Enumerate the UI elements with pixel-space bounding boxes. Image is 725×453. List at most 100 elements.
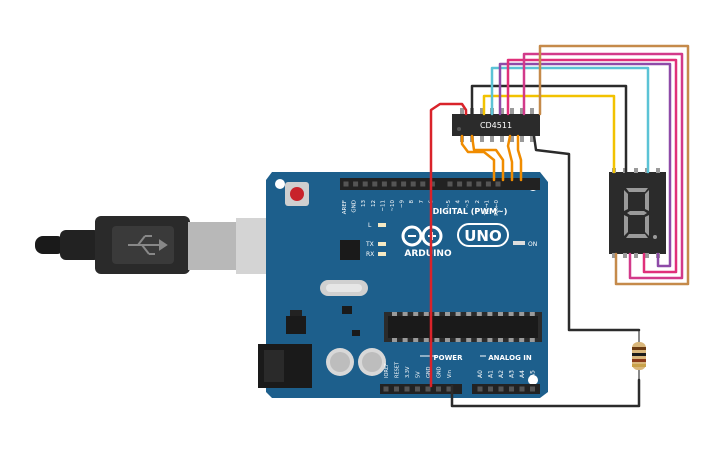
analog-pin-hole[interactable] — [498, 386, 504, 392]
voltage-regulator — [286, 316, 306, 334]
digital-pin-hole[interactable] — [381, 181, 387, 187]
power-pin-hole[interactable] — [436, 386, 441, 392]
wire-cyan[interactable] — [490, 66, 650, 174]
analog-pin-label: A5 — [530, 370, 537, 378]
wire-red-5v[interactable] — [429, 102, 468, 388]
wire-yellow[interactable] — [482, 94, 616, 174]
led-label-tx: TX — [365, 241, 374, 248]
led-label-rx: RX — [366, 251, 374, 258]
decoder-pin[interactable] — [510, 136, 514, 142]
mcu-pin — [392, 312, 397, 316]
display-pin[interactable] — [623, 253, 627, 258]
wire-pink[interactable] — [522, 52, 684, 280]
decoder-pin[interactable] — [530, 108, 534, 114]
power-pin-hole[interactable] — [404, 386, 410, 392]
on-label: ON — [528, 241, 537, 248]
digital-pin-hole[interactable] — [353, 181, 359, 187]
segment-g — [627, 211, 647, 215]
mcu-pin — [392, 338, 397, 342]
analog-pin-label: A2 — [498, 370, 505, 378]
usb-cable-body — [60, 230, 100, 260]
digital-pin-hole[interactable] — [362, 181, 368, 187]
decoder-pin[interactable] — [500, 136, 504, 142]
mcu-pin — [529, 312, 535, 316]
decoder-pin[interactable] — [510, 108, 514, 114]
analog-pin-hole[interactable] — [530, 386, 535, 392]
power-pin-hole[interactable] — [383, 386, 389, 392]
wire-tan[interactable] — [538, 44, 690, 286]
wire-black-top[interactable] — [470, 84, 628, 174]
display-pin[interactable] — [656, 168, 660, 173]
seven-segment-display[interactable] — [609, 168, 666, 258]
digital-pin-label: 7 — [419, 200, 425, 204]
digital-pin-hole[interactable] — [495, 181, 501, 187]
mounting-hole — [528, 375, 538, 385]
power-pin-label: IOREF — [384, 363, 390, 378]
power-pin-hole[interactable] — [394, 386, 399, 392]
wire-orange-3[interactable] — [506, 134, 514, 182]
mcu-pin — [519, 338, 525, 342]
wire-orange-1[interactable] — [460, 134, 496, 182]
analog-pin-label: A1 — [488, 370, 495, 378]
decoder-pin[interactable] — [520, 136, 524, 142]
wire-orange-4[interactable] — [516, 134, 523, 182]
digital-pin-label: 12 — [371, 200, 377, 207]
uno-badge — [457, 223, 509, 247]
digital-pin-hole[interactable] — [410, 181, 416, 187]
mcu-pin — [519, 312, 525, 316]
wire-black-resistor-display[interactable] — [532, 134, 641, 332]
reset-button[interactable] — [290, 187, 304, 201]
digital-pin-hole[interactable] — [343, 181, 349, 187]
resistor[interactable] — [632, 330, 646, 380]
display-pin[interactable] — [634, 253, 638, 258]
wire-orange-2[interactable] — [470, 134, 505, 182]
analog-pin-hole[interactable] — [519, 386, 525, 392]
mcu-pin — [508, 338, 514, 342]
mcu-pin — [434, 312, 440, 316]
voltage-regulator-tab — [290, 310, 302, 316]
digital-pin-label: 4 — [456, 200, 462, 204]
display-pin[interactable] — [612, 253, 616, 258]
digital-pin-label: ~10 — [390, 200, 396, 212]
digital-pin-hole[interactable] — [457, 181, 463, 187]
mcu-pin — [423, 312, 429, 316]
analog-pin-hole[interactable] — [509, 386, 514, 392]
digital-pin-hole[interactable] — [391, 181, 397, 187]
decoder-pin[interactable] — [480, 136, 484, 142]
led-rx — [378, 252, 386, 256]
power-pin-hole[interactable] — [415, 386, 420, 392]
digital-pin-hole[interactable] — [420, 181, 426, 187]
decoder-pin[interactable] — [490, 136, 494, 142]
microcontroller-chip — [388, 316, 538, 338]
digital-pin-hole[interactable] — [485, 181, 491, 187]
power-pin-hole[interactable] — [425, 386, 431, 392]
display-pin[interactable] — [634, 168, 638, 173]
analog-header-label: ANALOG IN — [488, 354, 532, 362]
power-pin-hole[interactable] — [446, 386, 452, 392]
digital-pin-hole[interactable] — [401, 181, 407, 187]
digital-pin-hole[interactable] — [466, 181, 472, 187]
analog-pin-hole[interactable] — [488, 386, 493, 392]
analog-pin-label: A3 — [509, 370, 516, 378]
digital-pin-hole[interactable] — [429, 181, 435, 187]
digital-pin-hole[interactable] — [447, 181, 453, 187]
decoder-pin[interactable] — [500, 108, 504, 114]
decoder-pin[interactable] — [530, 136, 534, 142]
wire-magenta[interactable] — [506, 58, 678, 274]
decoder-pin[interactable] — [460, 108, 464, 114]
decoder-pin[interactable] — [480, 108, 484, 114]
digital-pin-hole[interactable] — [476, 181, 482, 187]
mcu-pin — [455, 338, 461, 342]
wire-black-gnd[interactable] — [450, 378, 641, 408]
analog-pin-hole[interactable] — [477, 386, 483, 392]
crystal-oscillator-inner — [326, 284, 362, 292]
led-label-l: L — [368, 222, 372, 229]
model-text: UNO — [464, 227, 502, 245]
decoder-pin[interactable] — [520, 108, 524, 114]
capacitor-top — [330, 352, 350, 372]
display-pin[interactable] — [645, 253, 649, 258]
resistor-band — [632, 364, 646, 367]
wire-purple[interactable] — [498, 62, 672, 268]
digital-pin-hole[interactable] — [372, 181, 378, 187]
